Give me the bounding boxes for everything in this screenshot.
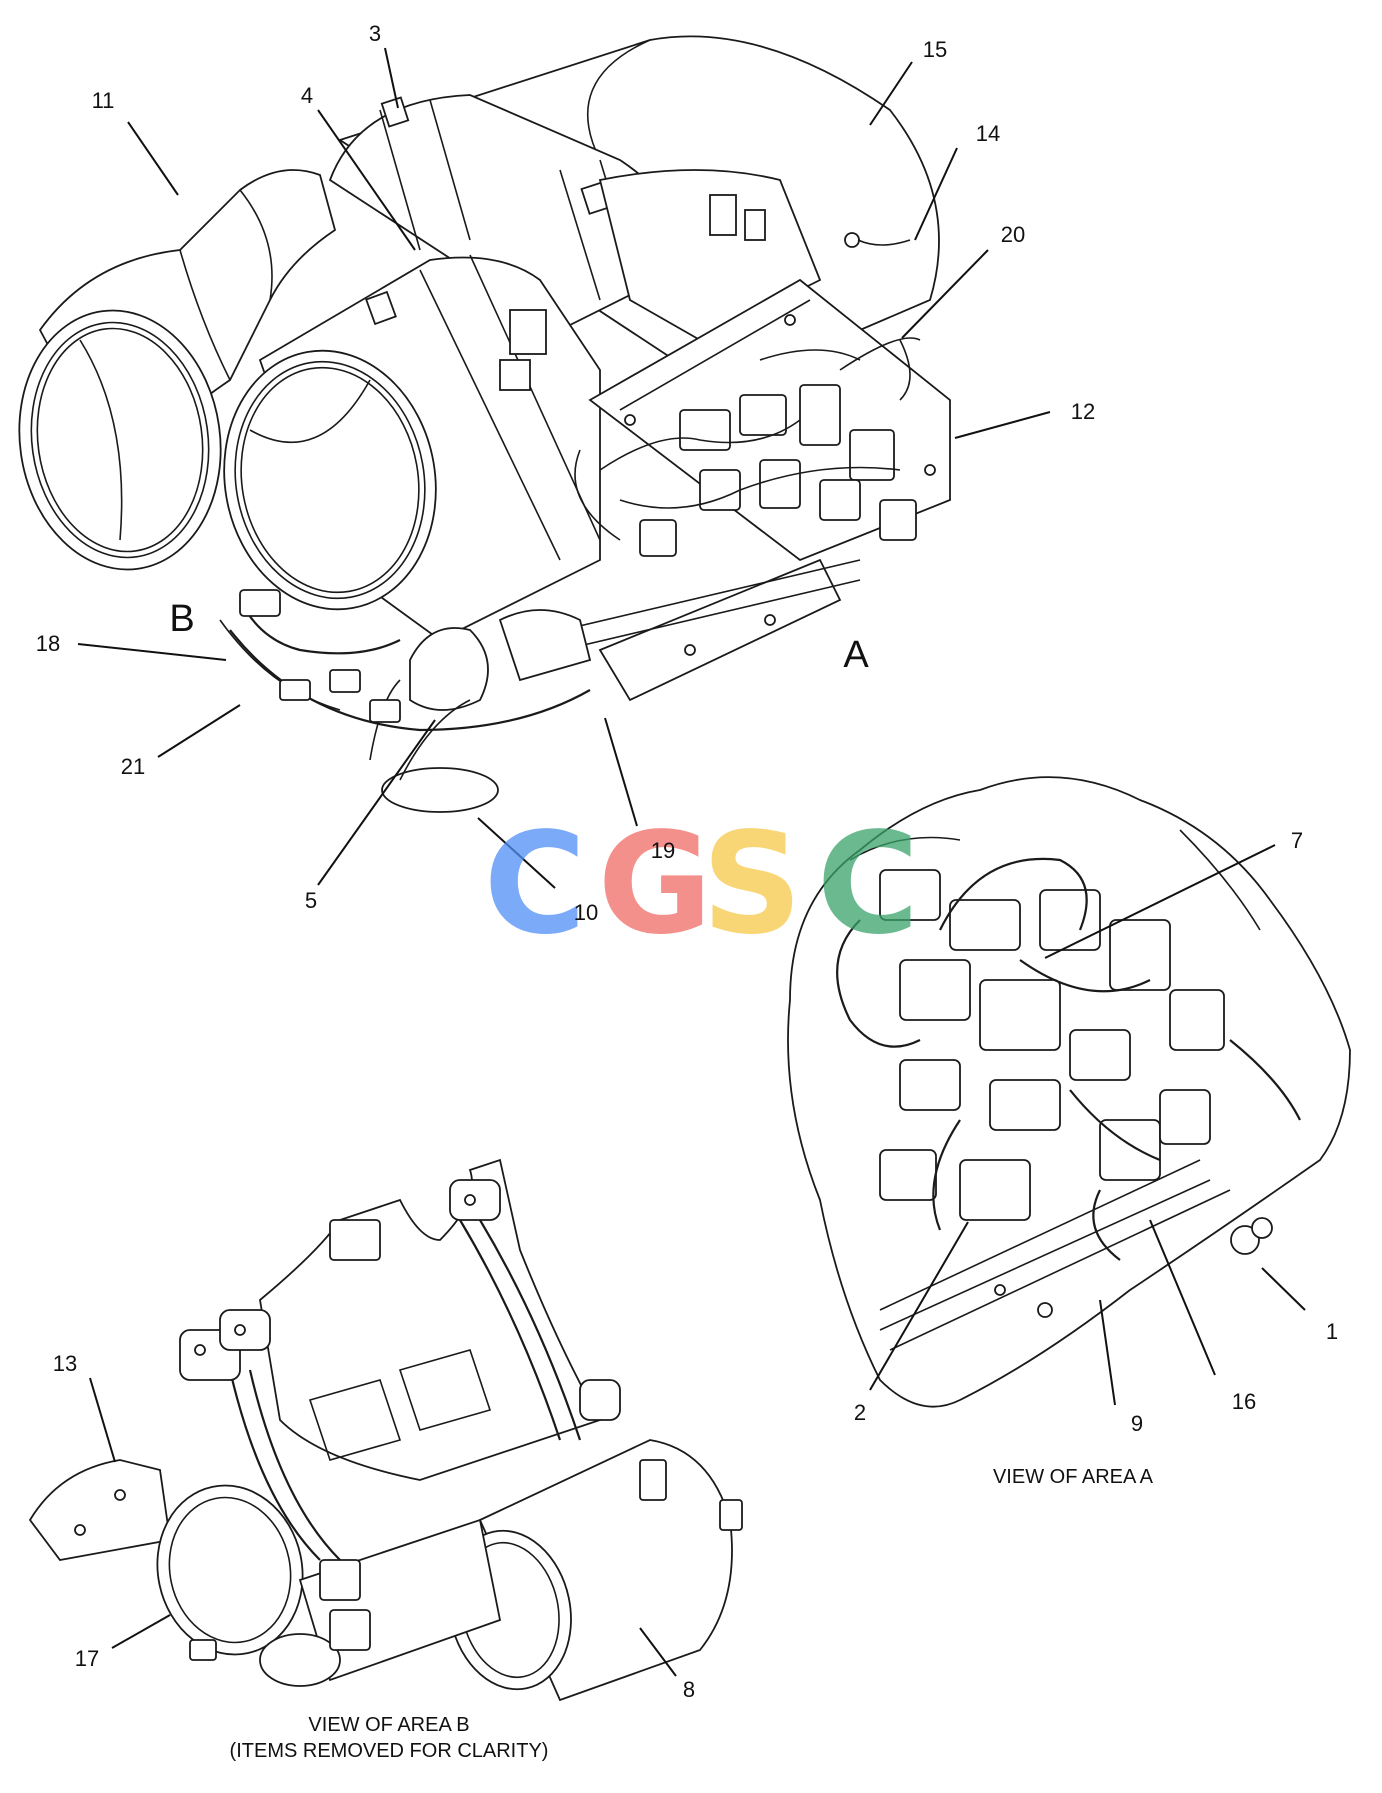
callout-20: 20	[1000, 222, 1026, 247]
callout-2: 2	[853, 1400, 867, 1425]
watermark-letter-c2: C	[816, 803, 920, 966]
callout-15: 15	[922, 37, 948, 62]
callout-7: 7	[1290, 828, 1304, 853]
callout-3: 3	[368, 21, 382, 46]
callout-14: 14	[975, 121, 1001, 146]
callout-16: 16	[1231, 1389, 1257, 1414]
callout-12: 12	[1070, 399, 1096, 424]
area-a-view-drawing	[787, 776, 1351, 1408]
caption-area-b: VIEW OF AREA B (ITEMS REMOVED FOR CLARIT…	[230, 1712, 549, 1764]
caption-area-a-text: VIEW OF AREA A	[992, 1466, 1154, 1488]
callout-9: 9	[1130, 1411, 1144, 1436]
caption-area-b-line1: VIEW OF AREA B	[308, 1714, 470, 1736]
area-b-view-drawing	[28, 1158, 743, 1702]
callout-1: 1	[1325, 1319, 1339, 1344]
watermark-letter-s: S	[701, 803, 803, 966]
area-letter-b: B	[169, 598, 195, 640]
callout-17: 17	[74, 1646, 100, 1671]
callout-11: 11	[91, 88, 115, 113]
callout-21: 21	[120, 754, 146, 779]
leader-lines	[77, 47, 1306, 1677]
caption-area-b-line2: (ITEMS REMOVED FOR CLARITY)	[229, 1740, 549, 1762]
watermark-letter-c1: C	[483, 803, 587, 966]
callout-8: 8	[682, 1677, 696, 1702]
callout-5: 5	[304, 888, 318, 913]
callout-18: 18	[35, 631, 61, 656]
callout-19: 19	[650, 838, 676, 863]
callout-13: 13	[52, 1351, 78, 1376]
area-letter-a: A	[843, 634, 869, 676]
watermark-letter-g: G	[597, 803, 713, 966]
callout-10: 10	[573, 900, 599, 925]
caption-area-a: VIEW OF AREA A	[993, 1464, 1153, 1490]
main-assembly-drawing	[18, 35, 951, 813]
callout-4: 4	[300, 83, 314, 108]
